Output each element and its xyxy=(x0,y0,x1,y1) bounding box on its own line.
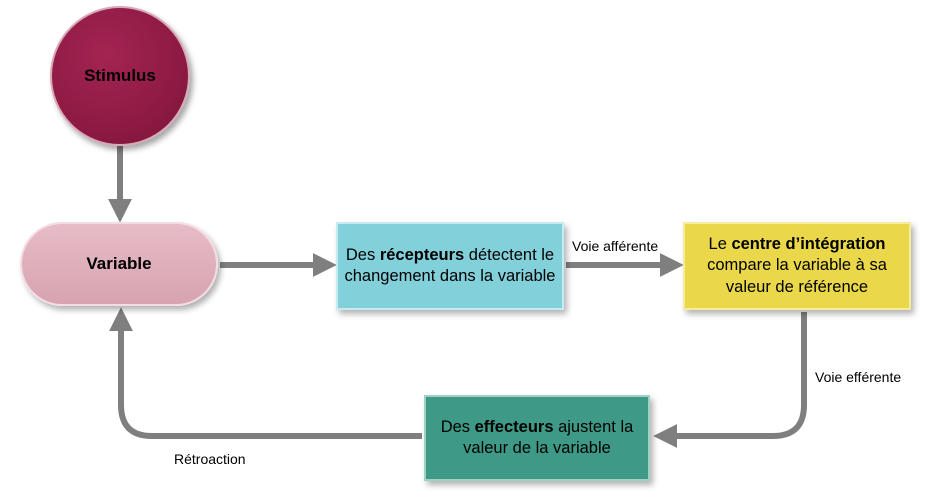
arrow-centre-to-effecteurs xyxy=(653,312,807,448)
label-voie-efferente: Voie efférente xyxy=(815,369,902,385)
effecteurs-text-post: ajustent la valeur de la variable xyxy=(463,417,634,457)
recepteurs-text-bold: récepteurs xyxy=(379,245,465,264)
arrow-effecteurs-to-variable xyxy=(109,307,422,439)
centre-integration-node: Le centre d’intégration compare la varia… xyxy=(683,222,911,310)
recepteurs-text-pre: Des xyxy=(345,245,380,264)
variable-label: Variable xyxy=(86,254,152,274)
effecteurs-node: Des effecteurs ajustent la valeur de la … xyxy=(424,395,650,481)
centre-text-bold: centre d’intégration xyxy=(731,235,886,254)
effecteurs-text: Des effecteurs ajustent la valeur de la … xyxy=(432,417,642,459)
effecteurs-text-bold: effecteurs xyxy=(474,417,554,436)
centre-text: Le centre d’intégration compare la varia… xyxy=(691,234,903,297)
stimulus-label: Stimulus xyxy=(84,66,156,86)
centre-text-post: compare la variable à sa valeur de référ… xyxy=(707,256,887,296)
recepteurs-text: Des récepteurs détectent le changement d… xyxy=(344,245,556,287)
recepteurs-text-post: détectent le changement dans la variable xyxy=(344,245,556,285)
stimulus-node: Stimulus xyxy=(50,6,190,146)
effecteurs-text-pre: Des xyxy=(440,417,475,436)
label-voie-afferente: Voie afférente xyxy=(572,238,659,254)
centre-text-pre: Le xyxy=(708,235,732,254)
recepteurs-node: Des récepteurs détectent le changement d… xyxy=(336,222,564,310)
label-retroaction: Rétroaction xyxy=(174,451,246,467)
variable-node: Variable xyxy=(20,222,218,306)
